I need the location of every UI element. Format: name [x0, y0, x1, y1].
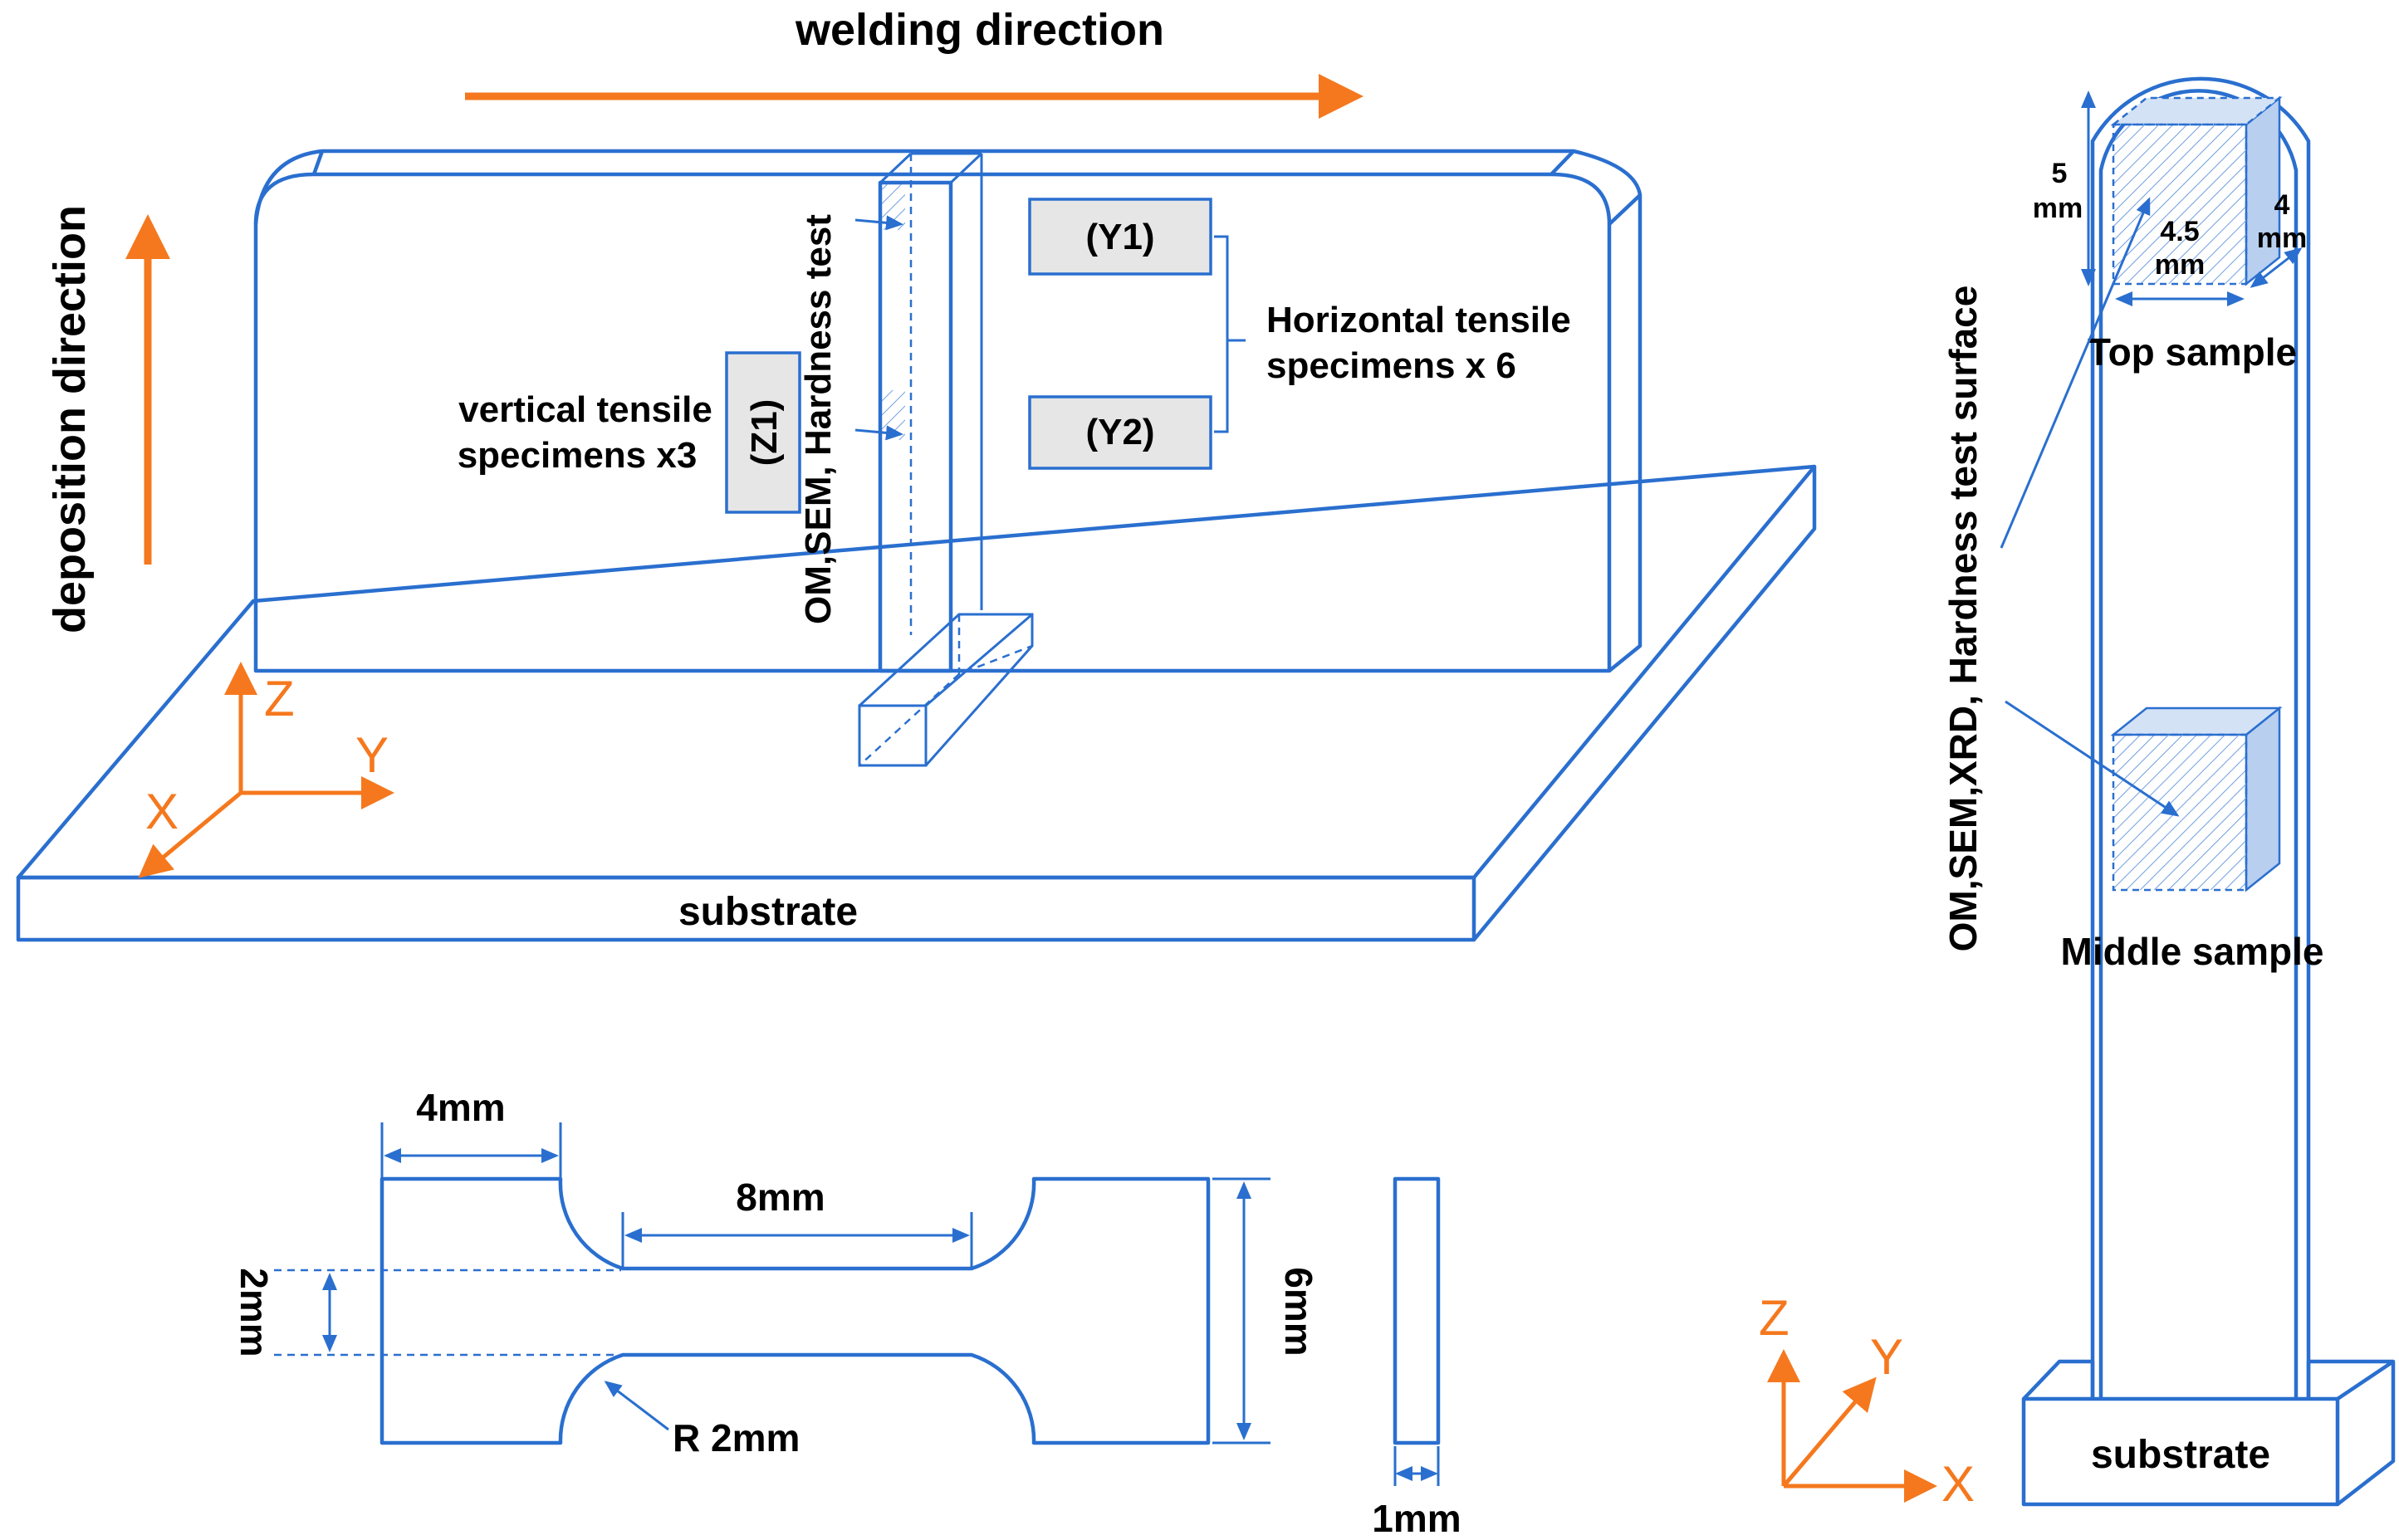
side-view: substrate 5 mm 4.5 mm 4 mm Top sample Mi…	[1759, 76, 2396, 1512]
y2-box	[1028, 395, 1212, 470]
height-dim-unit: mm	[2033, 193, 2083, 224]
top-sample: 5 mm 4.5 mm 4 mm Top sample	[2033, 90, 2307, 374]
horizontal-specimens-line1: Horizontal tensile	[1266, 300, 1571, 340]
width-dim-unit: mm	[2155, 249, 2205, 281]
width-dim-value: 4.5	[2160, 216, 2199, 247]
grip-length-label: 4mm	[416, 1086, 505, 1129]
thickness-label: 1mm	[1372, 1497, 1461, 1540]
z1-box	[725, 351, 801, 514]
column-outer	[2090, 76, 2311, 1399]
substrate-plate: substrate	[16, 464, 1817, 942]
surface-label: OM,SEM,XRD, Hardness test surface	[1941, 286, 1985, 952]
y2-label: (Y2)	[1085, 412, 1154, 452]
gauge-length-label: 8mm	[736, 1176, 825, 1219]
wall-axis-x: X	[145, 784, 179, 839]
horizontal-bracket	[1214, 235, 1246, 433]
side-substrate: substrate	[2021, 1359, 2396, 1507]
deposition-direction-label: deposition direction	[45, 205, 95, 633]
vertical-specimens-line2: specimens x3	[458, 435, 698, 476]
welding-direction-label: welding direction	[795, 5, 1164, 55]
middle-sample-label: Middle sample	[2061, 930, 2324, 973]
side-axes: Z Y X	[1759, 1290, 1975, 1512]
side-axis-y: Y	[1870, 1329, 1903, 1385]
slice-strip: OM,SEM, Hardness test	[798, 152, 983, 673]
substrate-label: substrate	[678, 890, 858, 934]
height-dim-value: 5	[2052, 158, 2068, 189]
middle-sample: Middle sample	[2061, 706, 2324, 973]
slice-label: OM,SEM, Hardness test	[798, 214, 839, 624]
total-width-label: 6mm	[1277, 1267, 1320, 1356]
side-axis-x: X	[1941, 1456, 1975, 1512]
extracted-bar	[858, 613, 1034, 767]
top-sample-label: Top sample	[2088, 330, 2297, 374]
wall-axes: Z Y X	[138, 662, 394, 878]
dogbone-outline	[379, 1176, 1211, 1445]
vertical-specimens-line1: vertical tensile	[458, 389, 712, 430]
side-substrate-label: substrate	[2091, 1433, 2270, 1477]
wall-view: welding direction deposition direction s…	[16, 5, 1817, 942]
y1-label: (Y1)	[1085, 217, 1154, 257]
side-axis-z: Z	[1759, 1290, 1789, 1346]
z1-label: (Z1)	[744, 399, 785, 467]
deposited-wall	[253, 149, 1643, 673]
horizontal-specimens-line2: specimens x 6	[1266, 345, 1516, 386]
depth-dim-value: 4	[2274, 189, 2290, 221]
gauge-width-label: 2mm	[233, 1268, 276, 1357]
y1-box	[1028, 198, 1212, 276]
depth-dim-unit: mm	[2257, 222, 2307, 254]
tensile-specimen-drawing: 4mm 8mm 2mm 6mm R 2mm 1mm	[233, 1086, 1461, 1540]
radius-label: R 2mm	[673, 1416, 800, 1459]
wall-axis-z: Z	[264, 671, 295, 726]
wall-axis-y: Y	[355, 727, 389, 783]
thickness-view	[1393, 1176, 1441, 1445]
